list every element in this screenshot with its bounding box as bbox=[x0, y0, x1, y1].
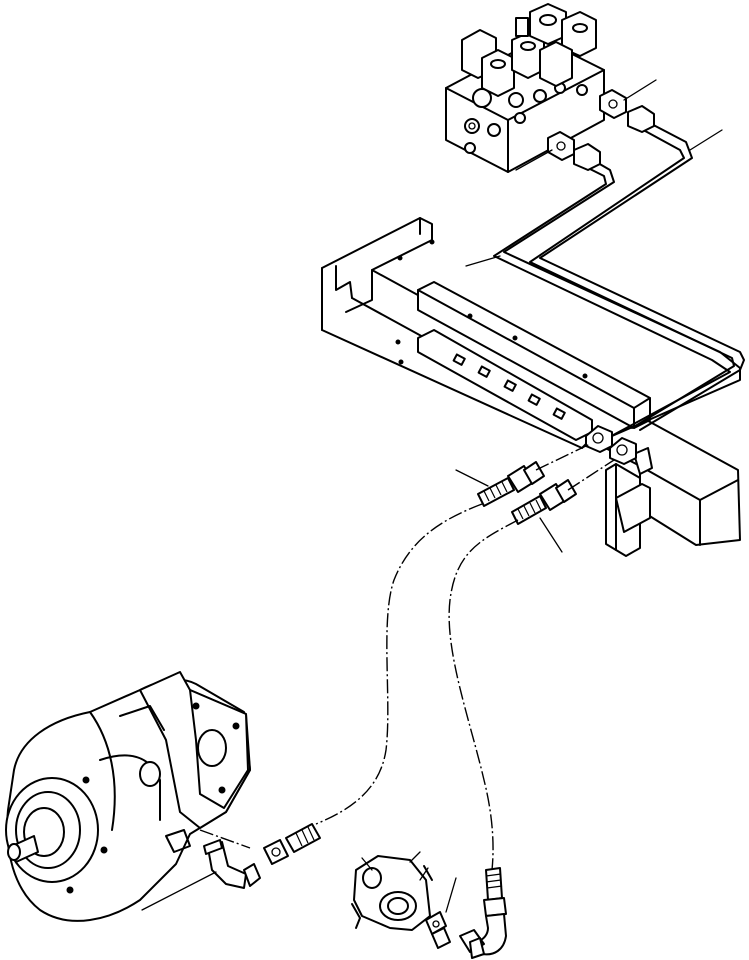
leader-valve-fitting-left bbox=[515, 149, 553, 171]
leader-motor-port bbox=[361, 857, 373, 871]
leader-lines bbox=[141, 79, 723, 913]
hose-route-2 bbox=[448, 519, 519, 871]
leader-valve-fitting-right bbox=[623, 79, 657, 101]
leader-tube-lower bbox=[465, 255, 501, 267]
hose-end-pump bbox=[263, 823, 321, 865]
frame-rail bbox=[417, 281, 651, 441]
connector-dash-pump bbox=[199, 829, 251, 849]
hose-fitting-left bbox=[477, 461, 545, 507]
hydraulic-pump bbox=[5, 671, 251, 922]
valve-fitting-right bbox=[599, 89, 655, 133]
mounting-frame bbox=[321, 217, 741, 546]
solenoid-stack bbox=[461, 3, 597, 97]
bracket bbox=[605, 447, 653, 557]
hose-route-1 bbox=[315, 503, 483, 825]
motor-port-assembly bbox=[351, 851, 433, 931]
tube-nut-2 bbox=[609, 437, 637, 465]
connector-dash-upper-2 bbox=[567, 459, 615, 491]
leader-hose-fitting-right bbox=[539, 517, 563, 553]
leader-port-right bbox=[419, 867, 429, 881]
valve-fitting-left bbox=[547, 131, 601, 171]
elbow-fitting-pump bbox=[203, 839, 261, 889]
hose-fitting-right bbox=[511, 479, 577, 525]
hose-end-lower bbox=[483, 867, 507, 917]
leader-elbow-pump bbox=[141, 871, 217, 911]
leader-adapter-lower bbox=[445, 877, 457, 913]
elbow-fitting-lower bbox=[459, 913, 507, 959]
steel-tube-lower bbox=[493, 155, 741, 441]
connector-dash-upper bbox=[535, 443, 591, 471]
adapter-fitting-lower bbox=[425, 911, 451, 949]
leader-hose-fitting-left bbox=[455, 469, 489, 487]
leader-tube-upper bbox=[689, 129, 723, 151]
